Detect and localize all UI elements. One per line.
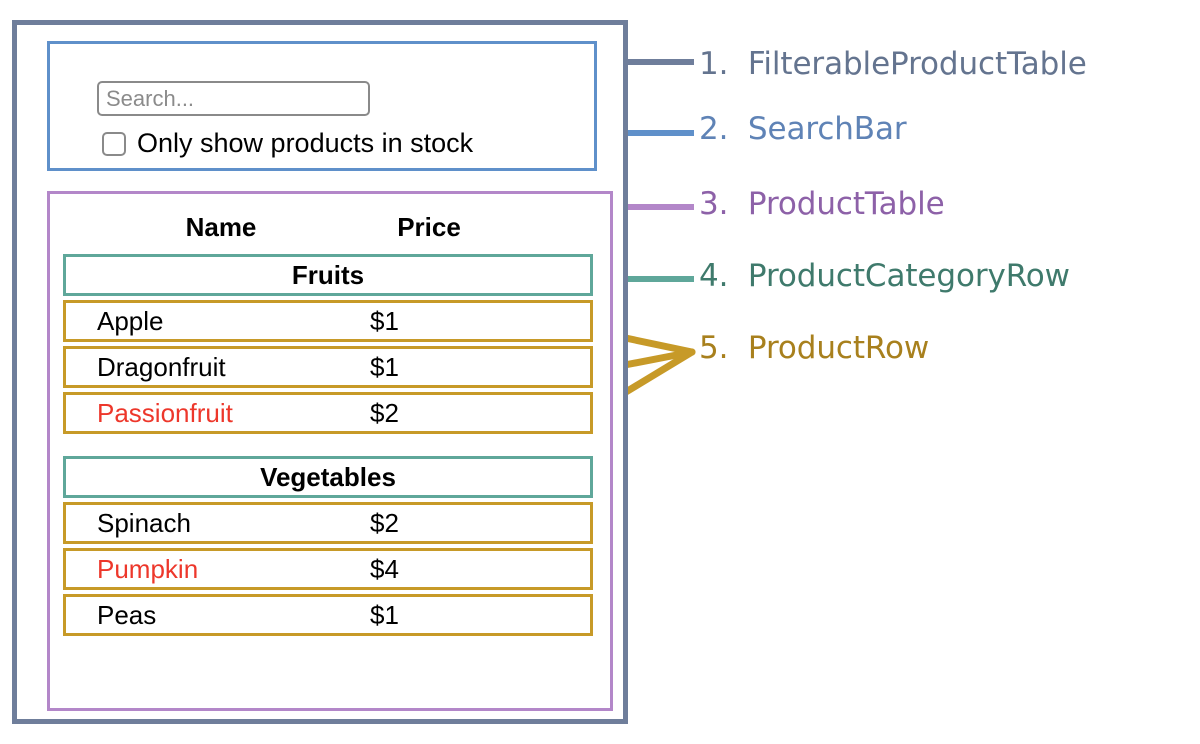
search-bar: Only show products in stock (47, 41, 597, 171)
product-table-body: Fruits Apple $1 Dragonfruit $1 Passionfr… (63, 254, 593, 640)
product-row-name: Peas (97, 600, 157, 630)
column-header-name: Name (185, 212, 257, 242)
stock-filter-row[interactable]: Only show products in stock (102, 130, 473, 157)
legend-label: SearchBar (747, 111, 907, 147)
product-category-row: Vegetables (63, 456, 593, 498)
legend-label: FilterableProductTable (747, 46, 1087, 82)
legend: 1. FilterableProductTable 2. SearchBar 3… (699, 0, 1199, 744)
product-row-price: $1 (370, 306, 399, 336)
legend-item-filterable-product-table: 1. FilterableProductTable (699, 46, 1087, 82)
in-stock-checkbox-label: Only show products in stock (137, 128, 474, 158)
product-row: Dragonfruit $1 (63, 346, 593, 388)
filterable-product-table: Only show products in stock Name Price F… (12, 20, 628, 724)
product-row-name: Spinach (97, 508, 191, 538)
product-row: Pumpkin $4 (63, 548, 593, 590)
product-row: Passionfruit $2 (63, 392, 593, 434)
product-row-price: $1 (370, 352, 399, 382)
in-stock-checkbox[interactable] (102, 131, 126, 156)
product-row-name: Pumpkin (97, 554, 199, 584)
product-row-price: $2 (370, 508, 399, 538)
legend-number: 5. (699, 330, 739, 366)
legend-number: 4. (699, 258, 739, 294)
legend-number: 1. (699, 46, 739, 82)
legend-label: ProductTable (747, 186, 945, 222)
product-category-row-label: Vegetables (260, 462, 396, 492)
product-row-name: Apple (97, 306, 164, 336)
legend-label: ProductRow (747, 330, 930, 366)
search-input[interactable] (97, 81, 370, 116)
legend-item-search-bar: 2. SearchBar (699, 111, 907, 147)
legend-number: 2. (699, 111, 739, 147)
product-table: Name Price Fruits Apple $1 Dragonfruit $… (47, 191, 613, 711)
legend-label: ProductCategoryRow (747, 258, 1070, 294)
product-row: Spinach $2 (63, 502, 593, 544)
product-row-price: $1 (370, 600, 399, 630)
product-row-name: Passionfruit (97, 398, 233, 428)
legend-item-product-row: 5. ProductRow (699, 330, 929, 366)
legend-number: 3. (699, 186, 739, 222)
product-row-price: $4 (370, 554, 399, 584)
product-table-header: Name Price (66, 206, 594, 248)
product-category-row-label: Fruits (291, 260, 365, 290)
product-row-name: Dragonfruit (97, 352, 226, 382)
product-row: Peas $1 (63, 594, 593, 636)
product-row: Apple $1 (63, 300, 593, 342)
group-separator (63, 438, 593, 456)
column-header-price: Price (397, 212, 461, 242)
legend-item-product-category-row: 4. ProductCategoryRow (699, 258, 1070, 294)
product-row-price: $2 (370, 398, 399, 428)
legend-item-product-table: 3. ProductTable (699, 186, 945, 222)
product-category-row: Fruits (63, 254, 593, 296)
